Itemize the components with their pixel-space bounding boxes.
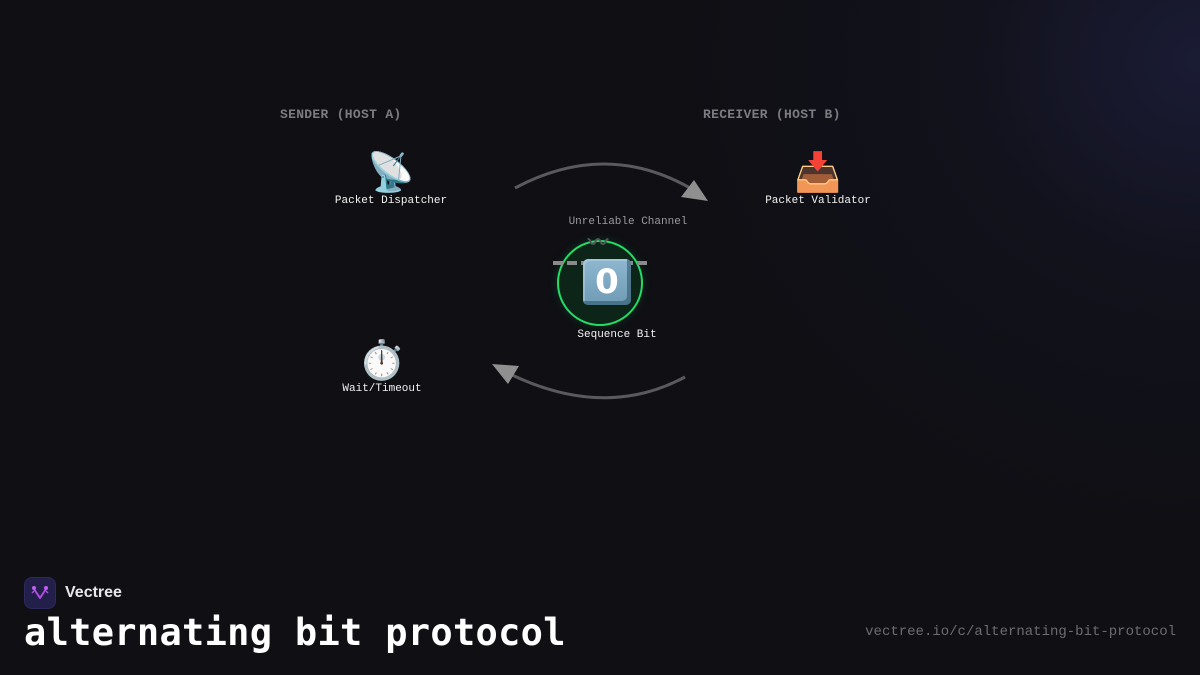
source-url[interactable]: vectree.io/c/alternating-bit-protocol: [865, 624, 1176, 640]
arrowhead-forward-icon: [681, 180, 708, 201]
vectree-logo-icon: [24, 577, 56, 609]
group-label-sender: SENDER (HOST A): [280, 107, 402, 122]
stopwatch-icon: ⏱️: [358, 338, 406, 382]
page-title: alternating bit protocol: [24, 611, 566, 654]
wavy-dash-icon: 〰: [588, 230, 608, 254]
arrow-dispatch-to-validator: [514, 162, 691, 190]
keycap-zero-icon: 0: [583, 259, 631, 305]
brand: Vectree: [24, 577, 122, 609]
node-wait-timeout[interactable]: ⏱️ Wait/Timeout: [342, 338, 421, 395]
node-label: Packet Dispatcher: [334, 195, 448, 207]
node-packet-validator[interactable]: 📥 Packet Validator: [765, 150, 871, 207]
channel-label: Unreliable Channel: [568, 216, 688, 228]
node-label: Sequence Bit: [577, 329, 657, 341]
node-label: Packet Validator: [765, 195, 871, 207]
node-packet-dispatcher[interactable]: 📡 Packet Dispatcher: [335, 150, 447, 207]
brand-name: Vectree: [65, 584, 122, 601]
group-label-receiver: RECEIVER (HOST B): [703, 107, 841, 122]
satellite-antenna-icon: 📡: [367, 150, 415, 194]
inbox-tray-icon: 📥: [794, 150, 842, 194]
node-label: Wait/Timeout: [342, 383, 422, 395]
arrowhead-return-icon: [492, 364, 519, 384]
arrow-return-to-timeout: [509, 372, 686, 400]
